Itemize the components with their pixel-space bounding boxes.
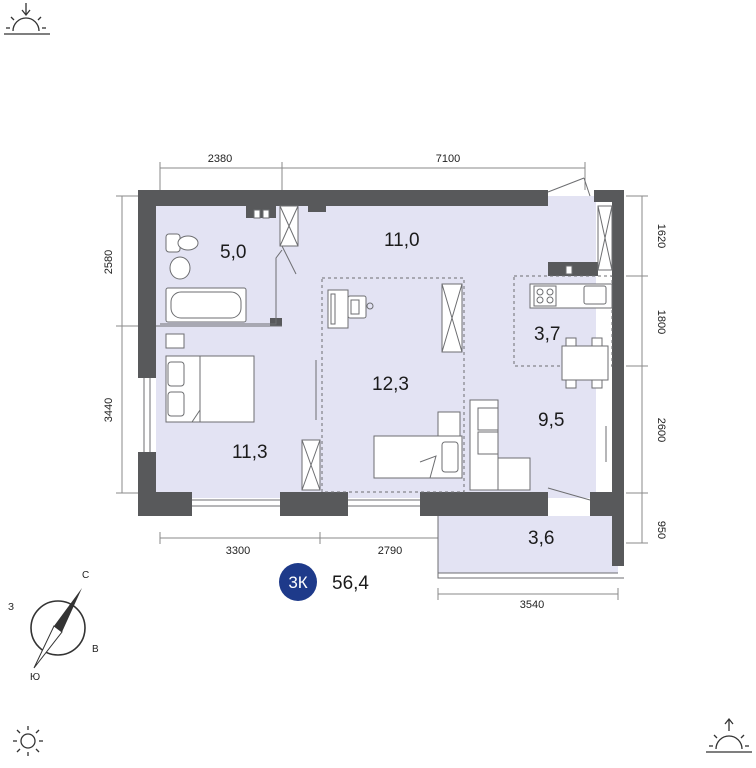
dim-bottom-left: 3300 — [226, 545, 250, 557]
room-area-bedroom-left: 11,3 — [232, 442, 268, 463]
apartment-type-label: 3К — [288, 573, 307, 592]
dim-bottom-balcony: 3540 — [520, 599, 544, 611]
dim-top-left: 2380 — [208, 153, 232, 165]
furniture — [165, 205, 613, 491]
dim-bottom-mid: 2790 — [378, 545, 402, 557]
compass-south: Ю — [30, 672, 40, 683]
room-area-balcony: 3,6 — [528, 528, 554, 549]
compass-west: З — [8, 602, 14, 613]
room-area-bathroom: 5,0 — [220, 242, 246, 263]
room-area-kitchen: 3,7 — [534, 324, 560, 345]
walls — [138, 190, 624, 566]
dim-right-1: 1620 — [655, 224, 667, 248]
apartment-type-badge: 3К — [279, 563, 317, 601]
dim-left-lower: 3440 — [103, 398, 115, 422]
room-area-hallway: 11,0 — [384, 230, 420, 251]
sunset-icon — [4, 3, 50, 35]
dim-right-3: 2600 — [655, 418, 667, 442]
sun-icon — [13, 726, 43, 756]
partitions — [143, 177, 624, 579]
dim-right-2: 1800 — [655, 310, 667, 334]
compass-east: В — [92, 644, 99, 655]
compass-north: С — [82, 570, 89, 581]
compass-icon: С З В Ю — [8, 570, 99, 683]
sunrise-icon — [706, 717, 752, 753]
dim-left-upper: 2580 — [103, 250, 115, 274]
room-area-living: 9,5 — [538, 410, 564, 431]
dim-right-4: 950 — [655, 521, 667, 539]
room-area-bedroom-center: 12,3 — [372, 374, 409, 395]
room-labels: 5,0 11,0 11,3 12,3 3,7 9,5 3,6 — [220, 230, 564, 549]
dimension-lines — [116, 162, 648, 600]
dim-top-right: 7100 — [436, 153, 460, 165]
total-area: 56,4 — [332, 573, 369, 594]
dimension-labels: 2380 7100 2580 3440 1620 1800 2600 950 3… — [103, 153, 667, 611]
